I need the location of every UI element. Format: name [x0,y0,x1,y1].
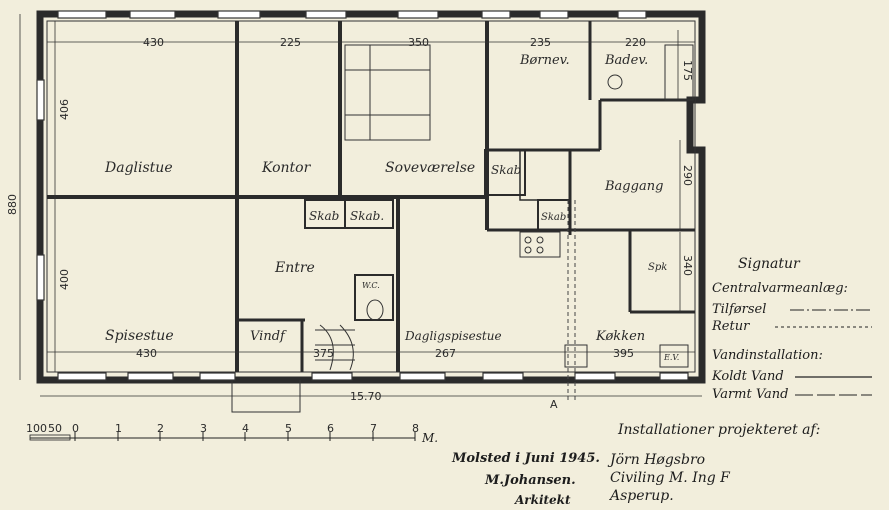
room-skab-small: Skab [541,212,566,223]
room-dagligstue: Daglistue [104,160,173,176]
scale-8: 8 [412,422,419,435]
dim-235: 235 [530,36,551,49]
legend-cold: Koldt Vand [711,369,784,384]
room-wc: W.C. [362,281,380,290]
room-skab-1: Skab [309,209,339,223]
legend-water-header: Vandinstallation: [712,348,823,363]
legend-hot: Varmt Vand [712,387,788,402]
room-spisestue: Spisestue [105,328,174,344]
scale-5: 5 [285,422,292,435]
room-kontor: Kontor [261,160,312,176]
scale-100: 100 [26,422,47,435]
dim-225: 225 [280,36,301,49]
scale-7: 7 [370,422,377,435]
dim-395: 395 [613,347,634,360]
dim-175: 175 [681,60,694,81]
left-windows [36,79,45,301]
installations-credit: Installationer projekteret af: [617,422,820,438]
legend-heating-header: Centralvarmeanlæg: [712,281,848,296]
dim-400: 400 [58,269,71,290]
dim-430-top: 430 [143,36,164,49]
room-vindf: Vindf [250,329,287,344]
room-sovevaerelse: Soveværelse [385,160,475,176]
dim-430-bottom: 430 [136,347,157,360]
scale-unit: M. [421,431,438,445]
dim-220: 220 [625,36,646,49]
scale-4: 4 [242,422,249,435]
dimension-lines [19,14,702,397]
legend-title: Signatur [738,256,801,272]
dim-375: 375 [313,347,334,360]
dim-406: 406 [58,99,71,120]
room-baggang: Baggang [604,179,663,194]
scale-6: 6 [327,422,334,435]
dim-290: 290 [681,165,694,186]
dim-267: 267 [435,347,456,360]
dim-340: 340 [681,255,694,276]
scale-0: 0 [72,422,79,435]
room-skab-2: Skab. [350,209,384,223]
signature-block: Installationer projekteret af: Jörn Høgs… [451,422,820,507]
scale-2: 2 [157,422,164,435]
room-borner: Børnev. [519,53,570,68]
dim-880: 880 [6,194,19,215]
engineer-title: Civiling M. Ing F [610,470,731,486]
interior-walls [47,21,695,372]
room-kokken: Køkken [595,329,645,344]
section-mark: A [550,398,558,411]
legend-supply: Tilførsel [712,302,766,317]
fixtures [315,44,694,400]
legend-return: Retur [711,319,750,334]
legend: Signatur Centralvarmeanlæg: Tilførsel Re… [711,256,872,402]
room-ev: E.V. [663,353,679,362]
date-line: Molsted i Juni 1945. [451,451,600,466]
architect-title: Arkitekt [514,493,571,507]
room-dagligspisestue: Dagligspisestue [404,329,502,343]
scale-bar [29,432,416,441]
engineer-name: Jörn Høgsbro [607,452,705,468]
room-skab-top: Skab [491,163,521,177]
scale-3: 3 [200,422,207,435]
room-bader: Badev. [604,53,648,68]
architect-name: M.Johansen. [484,473,576,488]
outer-walls [36,10,706,384]
dim-350: 350 [408,36,429,49]
room-spk: Spk [648,262,667,273]
room-entre: Entre [274,260,315,276]
scale-50: 50 [48,422,62,435]
bottom-windows [57,372,689,381]
engineer-place: Asperup. [608,488,674,504]
scale-1: 1 [115,422,122,435]
top-windows [57,10,647,19]
dim-total-width: 15.70 [350,390,382,403]
